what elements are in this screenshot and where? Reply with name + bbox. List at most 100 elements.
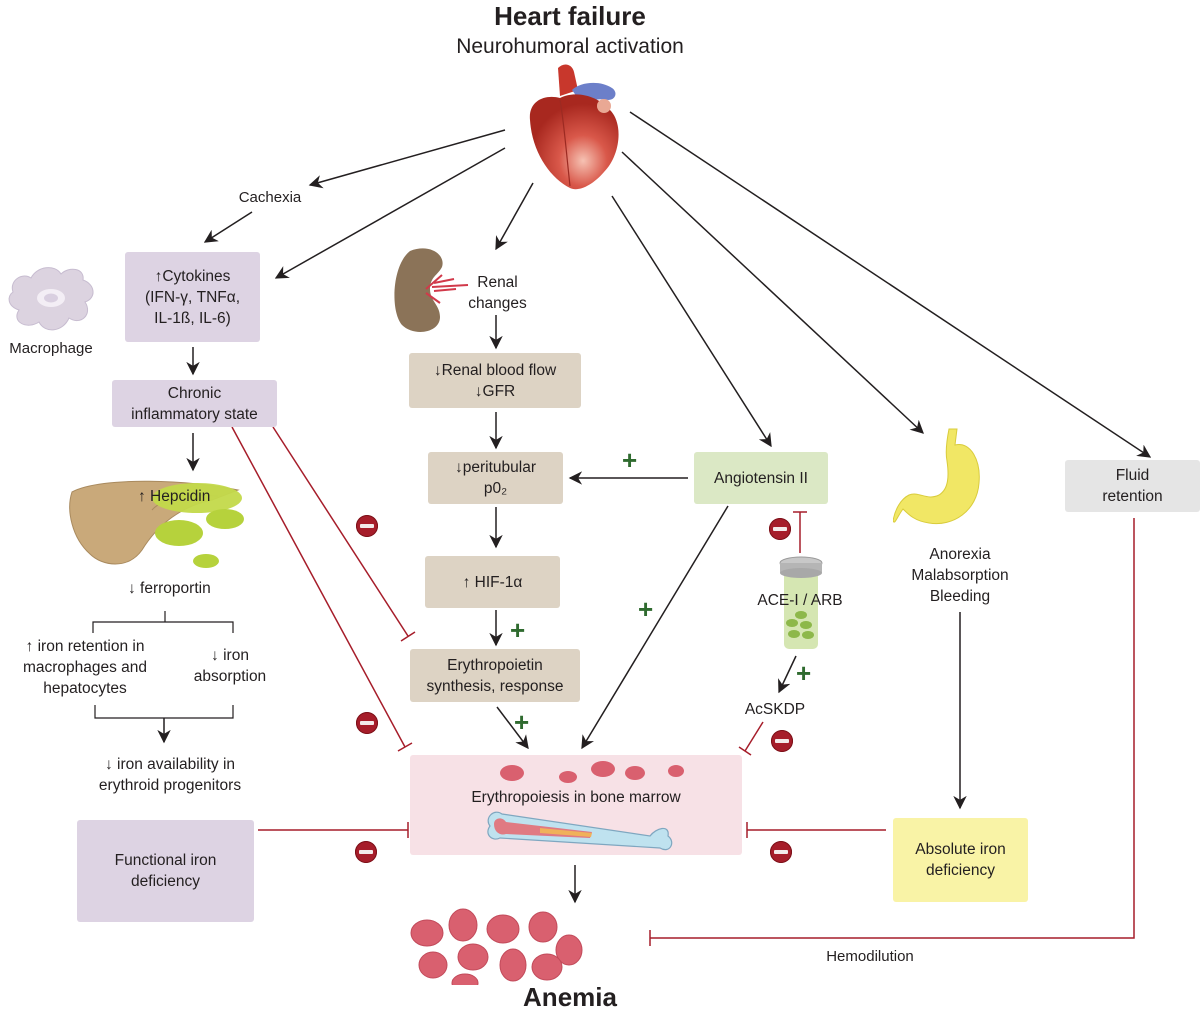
absolute-iron-deficiency-box: Absolute iron deficiency	[893, 818, 1028, 902]
fluid-retention-box: Fluid retention	[1065, 460, 1200, 512]
red-blood-cells-small	[500, 761, 684, 783]
renal-changes-line2: changes	[468, 295, 527, 312]
hemodilution-label: Hemodilution	[826, 948, 914, 965]
absolute-iron-line2: deficiency	[926, 862, 995, 879]
cytokines-line3: IL-1ß, IL-6)	[154, 309, 231, 327]
inhibit-fluid-to-anemia	[649, 518, 1135, 946]
iron-retention-line2: macrophages and	[22, 659, 148, 676]
rbc-cell	[486, 914, 520, 944]
arrow-heart-to-stomach	[621, 151, 924, 434]
renal-changes-label: Renal changes	[455, 272, 540, 314]
angiotensin-label: Angiotensin II	[714, 469, 808, 487]
minus-badge-functional	[355, 841, 377, 863]
cytokines-line2: (IFN-γ, TNFα,	[144, 288, 241, 306]
fluid-retention-line2: retention	[1102, 488, 1163, 505]
renal-changes-line1: Renal	[477, 274, 518, 291]
rbc-cell	[499, 948, 527, 982]
rbc-cell	[531, 953, 563, 981]
functional-iron-line1: Functional iron	[114, 852, 217, 869]
iron-availability-line2: erythroid progenitors	[98, 777, 242, 794]
hepcidin-label: ↑ Hepcidin	[138, 488, 211, 505]
inhibit-absolute-to-erythropoiesis	[746, 822, 886, 838]
erythropoietin-line1: Erythropoietin	[447, 656, 543, 674]
cytokines-box: ↑Cytokines (IFN-γ, TNFα, IL-1ß, IL-6)	[125, 252, 260, 342]
erythropoietin-line2: synthesis, response	[426, 677, 564, 695]
plus-sign-angiotensin-erythropoiesis: +	[638, 594, 654, 624]
rbc-cell	[625, 766, 645, 780]
renal-blood-flow-box: ↓Renal blood flow ↓GFR	[409, 353, 581, 408]
minus-badge-chronic-erythropoiesis	[356, 712, 378, 734]
iron-absorption-line1: ↓ iron	[211, 647, 249, 664]
functional-iron-deficiency-box: Functional iron deficiency	[77, 820, 254, 922]
iron-retention-line3: hepatocytes	[43, 680, 127, 697]
iron-availability-label: ↓ iron availability in erythroid progeni…	[75, 754, 265, 796]
ferroportin-label: ↓ ferroportin	[128, 580, 211, 597]
anemia-label: Anemia	[523, 982, 617, 1012]
diagram-subtitle: Neurohumoral activation	[456, 35, 684, 58]
gi-line1: Anorexia	[929, 546, 991, 563]
arrow-heart-to-angiotensin	[611, 195, 772, 448]
bone-icon	[487, 811, 673, 851]
cytokines-line1: ↑Cytokines	[154, 267, 231, 285]
iron-availability-line1: ↓ iron availability in	[104, 756, 236, 773]
chronic-inflammation-box: Chronic inflammatory state	[112, 380, 277, 427]
heart-icon	[529, 64, 619, 190]
renal-blood-flow-line1: ↓Renal blood flow	[433, 361, 557, 379]
pill-bottle-icon	[779, 556, 823, 649]
gi-causes-label: Anorexia Malabsorption Bleeding	[885, 544, 1035, 607]
hif-label: ↑ HIF-1α	[462, 573, 523, 591]
inhibit-functional-to-erythropoiesis	[258, 822, 409, 838]
chronic-inflammation-line2: inflammatory state	[131, 405, 258, 423]
absolute-iron-line1: Absolute iron	[915, 841, 1006, 858]
anemia-cells-icon	[410, 908, 583, 985]
peritubular-line2: p0₂	[483, 480, 508, 497]
functional-iron-line2: deficiency	[131, 873, 200, 890]
iron-absorption-line2: absorption	[193, 668, 267, 685]
iron-absorption-label: ↓ iron absorption	[180, 645, 280, 687]
acskdp-label: AcSKDP	[744, 701, 806, 718]
minus-badge-acearb-angiotensin	[769, 518, 791, 540]
gi-line3: Bleeding	[929, 588, 991, 605]
rbc-cell	[668, 765, 684, 777]
iron-retention-line1: ↑ iron retention in	[25, 638, 145, 655]
plus-sign-epo-erythropoiesis: +	[514, 707, 530, 737]
ferroportin-bracket	[92, 611, 234, 719]
peritubular-line1: ↓peritubular	[455, 459, 536, 476]
arrow-heart-to-renal	[495, 182, 534, 251]
peritubular-box: ↓peritubular p0₂	[428, 452, 563, 504]
gi-line2: Malabsorption	[911, 567, 1009, 584]
arrow-heart-to-fluid	[629, 111, 1152, 458]
ace-arb-label: ACE-I / ARB	[757, 592, 843, 609]
hif-box: ↑ HIF-1α	[425, 556, 560, 608]
rbc-cell	[555, 934, 583, 966]
arrow-heart-to-cytokines	[274, 147, 506, 279]
rbc-cell	[591, 761, 615, 777]
rbc-cell	[500, 765, 524, 781]
rbc-cell	[528, 911, 558, 943]
arrow-cachexia-to-cytokines	[203, 211, 253, 243]
angiotensin-box: Angiotensin II	[694, 452, 828, 504]
minus-badge-acskdp	[771, 730, 793, 752]
arrow-heart-to-cachexia	[308, 129, 506, 189]
minus-badge-chronic-epo	[356, 515, 378, 537]
rbc-cell	[418, 951, 448, 979]
inhibit-chronic-to-epo	[272, 426, 416, 642]
rbc-cell	[457, 943, 489, 971]
arrow-acearb-to-acskdp	[778, 655, 797, 694]
arrow-angiotensin-to-erythropoiesis	[581, 505, 729, 750]
rbc-cell	[410, 919, 444, 947]
minus-badge-absolute	[770, 841, 792, 863]
erythropoiesis-label: Erythropoiesis in bone marrow	[471, 789, 681, 806]
kidney-icon	[394, 248, 469, 332]
rbc-cell	[451, 973, 479, 985]
liver-icon	[69, 480, 244, 568]
iron-retention-label: ↑ iron retention in macrophages and hepa…	[0, 636, 170, 699]
rbc-cell	[448, 908, 478, 942]
macrophage-label: Macrophage	[9, 340, 93, 357]
renal-blood-flow-line2: ↓GFR	[474, 382, 516, 400]
inhibit-acskdp-to-erythropoiesis	[738, 721, 764, 756]
chronic-inflammation-line1: Chronic	[167, 384, 222, 402]
arrow-epo-to-erythropoiesis	[496, 706, 529, 750]
plus-sign-hif-epo: +	[510, 615, 526, 645]
